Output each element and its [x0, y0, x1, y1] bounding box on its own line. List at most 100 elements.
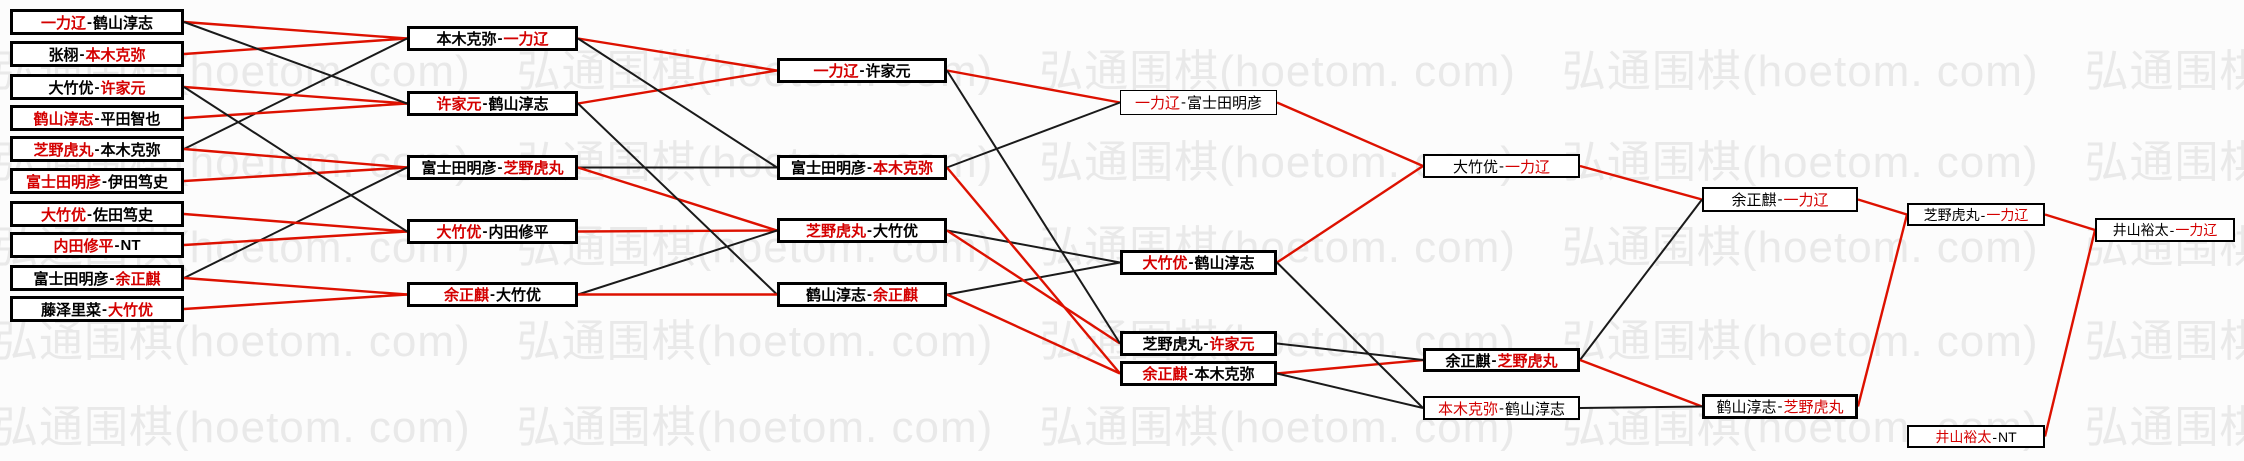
match-box[interactable]: 余正麒-本木克弥 [1120, 361, 1277, 386]
loser-path-line [183, 86, 408, 233]
loser-path-line [1276, 261, 1424, 409]
watermark-text-row: 弘通围棋(hoetom. com)弘通围棋(hoetom. com)弘通围棋(h… [0, 141, 2244, 185]
match-box[interactable]: 内田修平-NT [10, 232, 184, 258]
watermark-text: 弘通围棋(hoetom. com) [516, 317, 994, 366]
loser-path-line [577, 102, 778, 296]
match-box[interactable]: 富士田明彦-余正麒 [10, 265, 184, 291]
loser-path-line [183, 21, 408, 105]
watermark-text: 弘通围棋(hoetom. com) [2084, 403, 2244, 452]
vs-dash: - [859, 62, 865, 79]
winner-player-name: 一力辽 [1505, 158, 1551, 176]
winner-path-line [1276, 101, 1424, 168]
watermark-text-row: 弘通围棋(hoetom. com)弘通围棋(hoetom. com)弘通围棋(h… [0, 320, 2244, 364]
match-box[interactable]: 芝野虎丸-许家元 [1120, 331, 1277, 356]
match-box[interactable]: 余正麒-芝野虎丸 [1423, 348, 1580, 372]
vs-dash: - [94, 109, 100, 127]
loser-path-line [183, 37, 408, 150]
winner-path-line [1579, 164, 1703, 201]
match-box[interactable]: 本木克弥-鹤山淳志 [1423, 396, 1580, 420]
winner-player-name: 一力辽 [1783, 192, 1829, 209]
watermark-text: 弘通围棋(hoetom. com) [0, 317, 471, 366]
match-box[interactable]: 芝野虎丸-一力辽 [1907, 203, 2045, 226]
loser-player-name: 余正麒 [1731, 192, 1777, 209]
match-box[interactable]: 一力辽-富士田明彦 [1120, 90, 1277, 115]
watermark-text: 弘通围棋(hoetom. com) [1561, 223, 2039, 272]
loser-player-name: 富士田明彦 [421, 160, 497, 177]
watermark-text: 弘通围棋(hoetom. com) [1561, 47, 2039, 96]
match-box[interactable]: 本木克弥-一力辽 [407, 26, 578, 51]
vs-dash: - [102, 300, 107, 318]
winner-path-line [183, 37, 408, 56]
loser-player-name: 伊田笃史 [108, 173, 169, 191]
match-box[interactable]: 芝野虎丸-本木克弥 [10, 136, 184, 162]
winner-path-line [1276, 358, 1424, 375]
winner-player-name: 芝野虎丸 [805, 223, 866, 240]
loser-path-line [1276, 342, 1424, 361]
match-box[interactable]: 大竹优-鹤山淳志 [1120, 250, 1277, 275]
match-box[interactable]: 鹤山淳志-芝野虎丸 [1702, 394, 1858, 419]
vs-dash: - [1777, 191, 1783, 208]
winner-player-name: 芝野虎丸 [1783, 399, 1844, 416]
match-box[interactable]: 井山裕太-一力辽 [2095, 218, 2235, 242]
vs-dash: - [497, 159, 503, 176]
match-box[interactable]: 富士田明彦-本木克弥 [777, 155, 947, 180]
match-box[interactable]: 芝野虎丸-大竹优 [777, 218, 947, 243]
watermark-text: 弘通围棋(hoetom. com) [2084, 138, 2244, 187]
vs-dash: - [1499, 157, 1504, 175]
match-box[interactable]: 鹤山淳志-余正麒 [777, 282, 947, 307]
winner-player-name: 井山裕太 [1935, 428, 1992, 445]
winner-player-name: 内田修平 [53, 237, 114, 255]
winner-player-name: 余正麒 [1142, 366, 1188, 383]
match-box[interactable]: 大竹优-一力辽 [1423, 154, 1580, 178]
match-box[interactable]: 大竹优-佐田笃史 [10, 201, 184, 227]
loser-player-name: 富士田明彦 [1187, 95, 1263, 112]
vs-dash: - [2169, 222, 2175, 238]
match-box[interactable]: 余正麒-大竹优 [407, 282, 578, 307]
match-box[interactable]: 余正麒-一力辽 [1702, 187, 1858, 212]
match-box[interactable]: 张栩-本木克弥 [10, 41, 184, 67]
loser-player-name: 富士田明彦 [33, 270, 109, 288]
match-box[interactable]: 一力辽-鹤山淳志 [10, 9, 184, 35]
winner-path-line [183, 85, 408, 105]
match-box[interactable]: 大竹优-许家元 [10, 74, 184, 100]
match-box[interactable]: 富士田明彦-伊田笃史 [10, 168, 184, 194]
vs-dash: - [102, 172, 107, 190]
vs-dash: - [94, 140, 100, 158]
winner-player-name: 一力辽 [813, 63, 859, 80]
match-box[interactable]: 大竹优-内田修平 [407, 219, 578, 244]
winner-path-line [946, 229, 1121, 345]
winner-player-name: 鹤山淳志 [33, 110, 94, 128]
watermark-text: 弘通围棋(hoetom. com) [2084, 47, 2244, 96]
vs-dash: - [482, 95, 488, 112]
loser-player-name: 鹤山淳志 [93, 14, 154, 32]
vs-dash: - [1188, 254, 1194, 271]
loser-player-name: 井山裕太 [2112, 222, 2169, 238]
winner-player-name: 大竹优 [436, 224, 482, 241]
match-box[interactable]: 一力辽-许家元 [777, 58, 947, 83]
winner-path-line [183, 212, 408, 233]
loser-path-line [946, 101, 1121, 169]
loser-player-name: 富士田明彦 [790, 160, 866, 177]
vs-dash: - [87, 13, 92, 31]
match-box[interactable]: 许家元-鹤山淳志 [407, 91, 578, 116]
match-box[interactable]: 藤泽里菜-大竹优 [10, 296, 184, 322]
winner-path-line [183, 166, 408, 183]
match-box[interactable]: 鹤山淳志-平田智也 [10, 105, 184, 131]
watermark-text: 弘通围棋(hoetom. com) [0, 403, 471, 452]
vs-dash: - [482, 223, 488, 240]
loser-player-name: 鹤山淳志 [1505, 400, 1566, 418]
match-box[interactable]: 井山裕太-NT [1907, 425, 2045, 448]
winner-path-line [1276, 164, 1424, 264]
winner-path-line [2043, 229, 2097, 437]
winner-player-name: 芝野虎丸 [1497, 352, 1558, 370]
winner-player-name: 本木克弥 [85, 46, 146, 64]
vs-dash: - [94, 78, 100, 96]
loser-player-name: NT [120, 236, 141, 254]
match-box[interactable]: 富士田明彦-芝野虎丸 [407, 155, 578, 180]
vs-dash: - [1203, 335, 1209, 352]
loser-player-name: 鹤山淳志 [1194, 255, 1255, 272]
winner-path-line [946, 293, 1121, 375]
winner-path-line [183, 102, 408, 120]
loser-path-line [577, 37, 778, 169]
